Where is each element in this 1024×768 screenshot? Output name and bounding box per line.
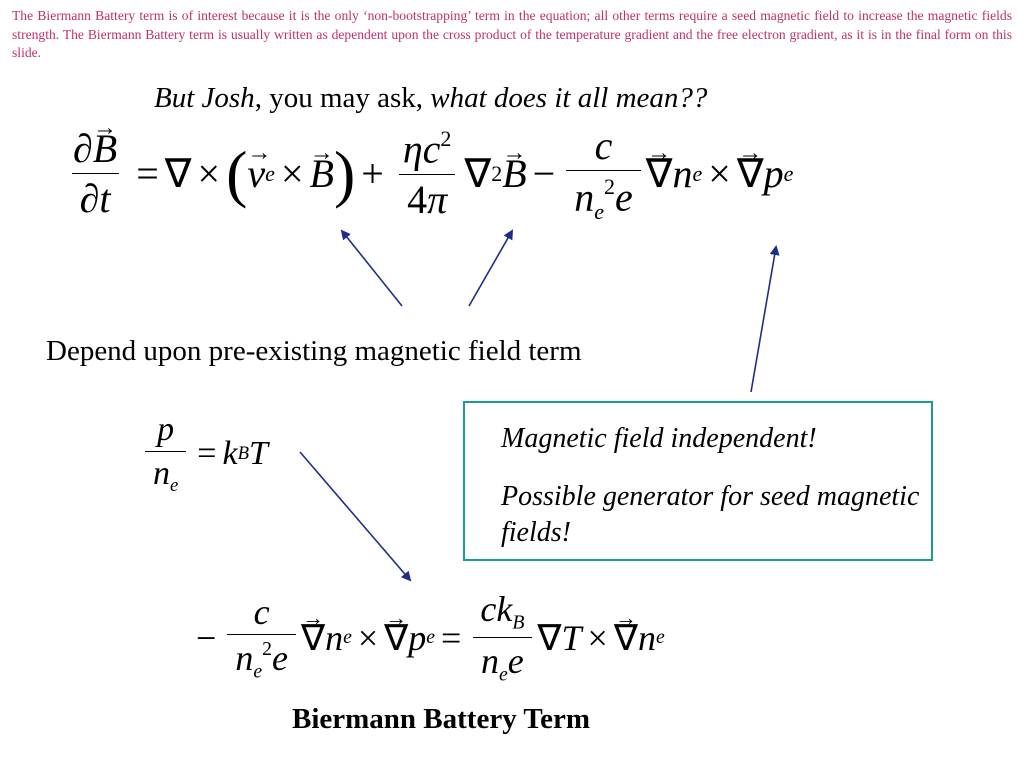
heading-part-3: what does it all mean?? <box>430 82 708 114</box>
final-right-fraction: ckB nee <box>472 591 532 686</box>
depend-label: Depend upon pre-existing magnetic field … <box>46 335 582 367</box>
pressure-fraction: p ne <box>145 412 187 496</box>
diffusion-fraction: ηc2 4π <box>395 128 460 220</box>
speaker-note: The Biermann Battery term is of interest… <box>12 8 1012 60</box>
time-derivative-fraction: ∂B ∂t <box>65 116 125 219</box>
callout-box: Magnetic field independent! Possible gen… <box>463 401 933 561</box>
slide-heading: But Josh, you may ask, what does it all … <box>154 84 707 113</box>
final-left-fraction: c ne2e <box>227 594 296 682</box>
arrow-to-battery-term <box>750 245 780 393</box>
final-label: Biermann Battery Term <box>292 703 591 735</box>
callout-line-2: Possible generator for seed magnetic fie… <box>501 481 920 549</box>
induction-equation: ∂B ∂t =∇× (ve×B) + ηc2 4π ∇2B − c ne2e ∇… <box>60 116 793 232</box>
arrow-to-final-form <box>299 451 412 582</box>
arrow-to-diffusion-term <box>468 229 513 307</box>
arrow-to-advection-term <box>340 229 403 307</box>
biermann-equation: − c ne2e ∇ne×∇pe = ckB nee ∇T×∇ne <box>190 586 665 690</box>
battery-fraction: c ne2e <box>566 125 641 223</box>
heading-part-1: But Josh <box>154 82 255 114</box>
heading-part-2: , you may ask, <box>254 82 431 114</box>
callout-line-1: Magnetic field independent! <box>501 423 817 454</box>
